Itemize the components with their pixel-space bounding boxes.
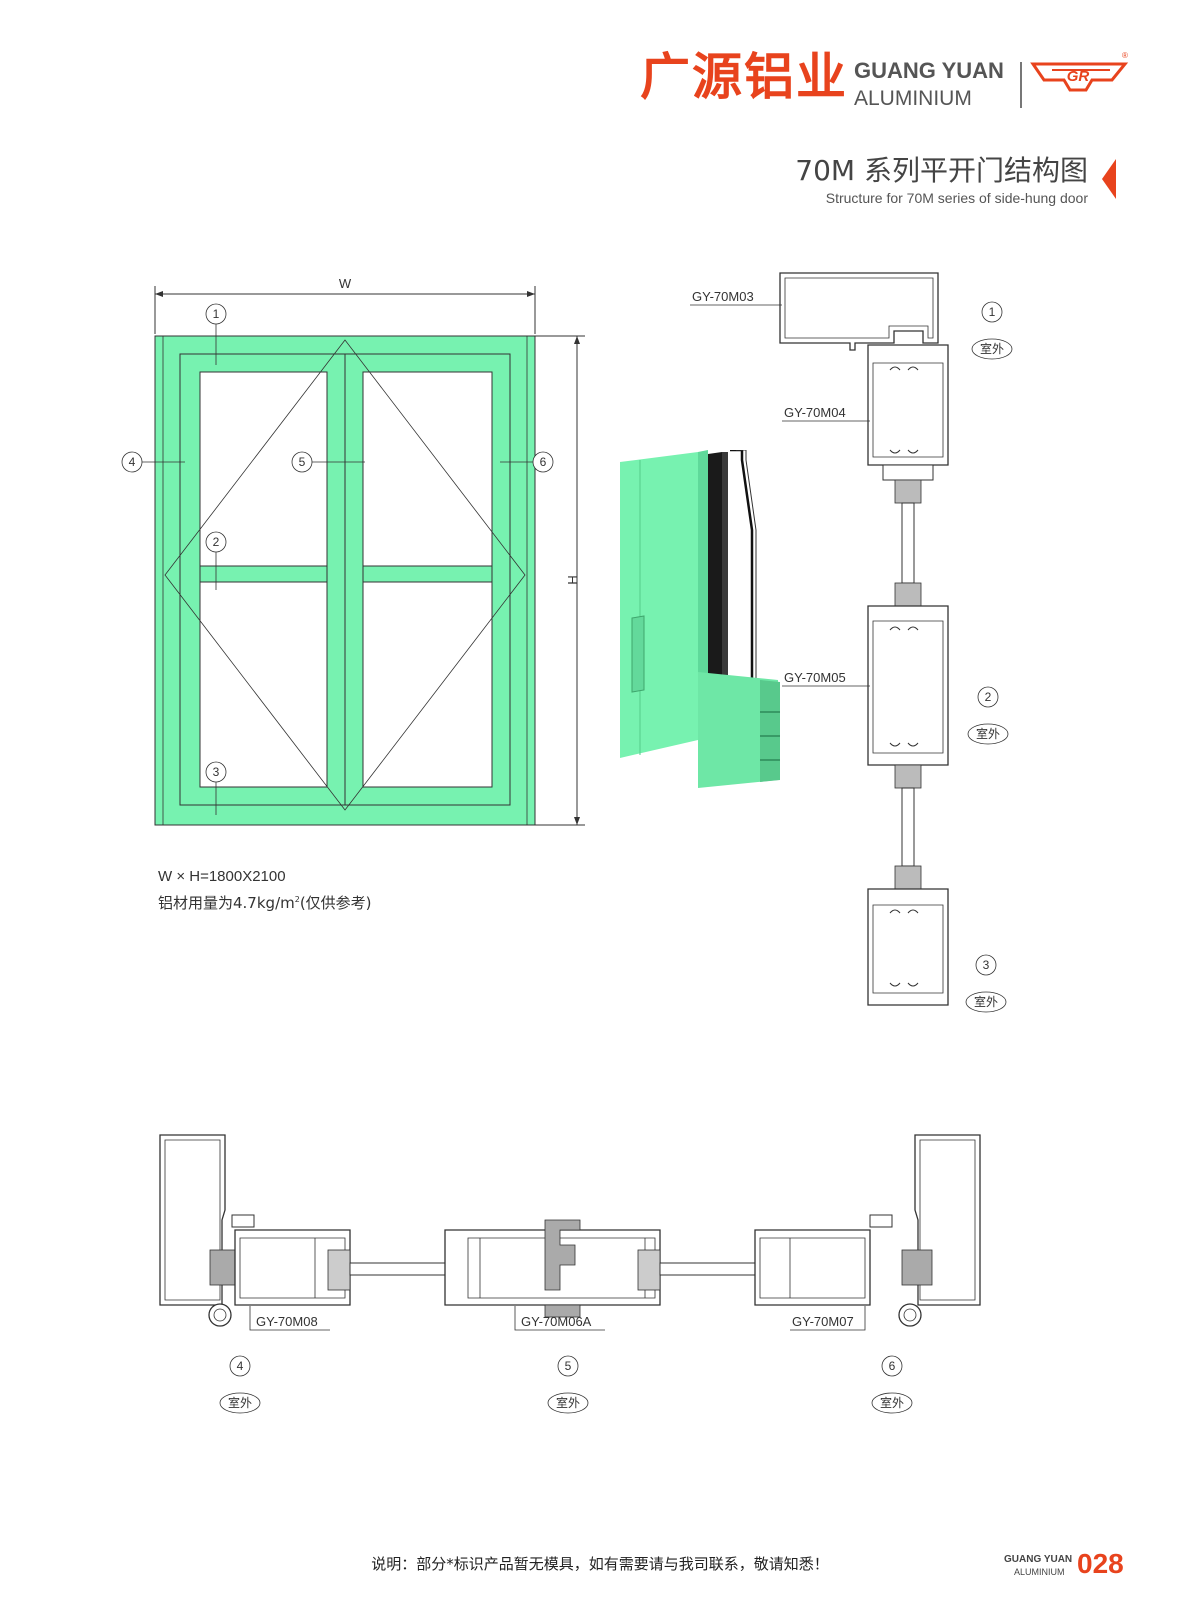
brand-logo-mark: GR xyxy=(1067,68,1090,85)
marker-2: 2 xyxy=(213,535,220,549)
footer-brand-line2: ALUMINIUM xyxy=(1014,1567,1065,1577)
hs-outside-tag-5: 室外 xyxy=(556,1395,580,1410)
brand-name-en-line2: ALUMINIUM xyxy=(854,87,972,110)
label-gy-70m07: GY-70M07 xyxy=(792,1314,854,1329)
hs-marker-5: 5 xyxy=(565,1359,572,1373)
marker-4: 4 xyxy=(129,455,136,469)
hs-marker-4: 4 xyxy=(237,1359,244,1373)
page-title: 70M 系列平开门结构图 xyxy=(795,154,1088,187)
label-gy-70m05: GY-70M05 xyxy=(784,670,846,685)
label-gy-70m03: GY-70M03 xyxy=(692,289,754,304)
footer-note: 说明：部分*标识产品暂无模具，如有需要请与我司联系，敬请知悉！ xyxy=(371,1555,829,1573)
vs-marker-2: 2 xyxy=(985,690,992,704)
label-gy-70m08: GY-70M08 xyxy=(256,1314,318,1329)
label-gy-70m04: GY-70M04 xyxy=(784,405,846,420)
marker-3: 3 xyxy=(213,765,220,779)
profile-3d-render xyxy=(620,450,780,788)
title-arrow-icon xyxy=(1102,159,1116,199)
spec-size: W × H=1800X2100 xyxy=(158,868,286,885)
brand-name-cn: 广源铝业 xyxy=(640,48,848,106)
vs-marker-1: 1 xyxy=(989,305,996,319)
brand-logo-icon: GR ® xyxy=(1030,51,1129,92)
vs-outside-tag-3: 室外 xyxy=(974,994,998,1009)
marker-1: 1 xyxy=(213,307,220,321)
spec-weight-prefix: 铝材用量为4.7kg/m xyxy=(158,894,295,912)
hs-marker-6: 6 xyxy=(889,1359,896,1373)
horizontal-section-drawing: GY-70M08 GY-70M06A GY-70M07 4 室外 5 室外 6 … xyxy=(159,1134,981,1414)
marker-5: 5 xyxy=(299,455,306,469)
dim-height-label: H xyxy=(565,575,580,584)
vs-marker-3: 3 xyxy=(983,958,990,972)
page-number: 028 xyxy=(1077,1548,1124,1579)
brand-name-en-line1: GUANG YUAN xyxy=(854,58,1004,83)
label-gy-70m06a: GY-70M06A xyxy=(521,1314,592,1329)
vs-outside-tag-1: 室外 xyxy=(980,341,1004,356)
hs-outside-tag-6: 室外 xyxy=(880,1395,904,1410)
spec-weight-sup: 2 xyxy=(294,895,300,904)
footer-brand-line1: GUANG YUAN xyxy=(1004,1554,1073,1565)
marker-6: 6 xyxy=(540,455,547,469)
logo-divider xyxy=(1020,62,1022,108)
vertical-section-drawing: GY-70M03 GY-70M04 GY-70M05 1 室外 2 室外 3 室… xyxy=(690,272,1013,1013)
dim-width-label: W xyxy=(339,276,352,291)
svg-text:®: ® xyxy=(1122,51,1128,60)
spec-weight: 铝材用量为4.7kg/m2(仅供参考) xyxy=(158,892,372,913)
vs-outside-tag-2: 室外 xyxy=(976,726,1000,741)
door-elevation-drawing: W H 1 2 3 4 5 6 xyxy=(121,276,585,826)
hs-outside-tag-4: 室外 xyxy=(228,1395,252,1410)
spec-weight-suffix: (仅供参考) xyxy=(299,894,372,912)
page-subtitle: Structure for 70M series of side-hung do… xyxy=(825,190,1088,206)
